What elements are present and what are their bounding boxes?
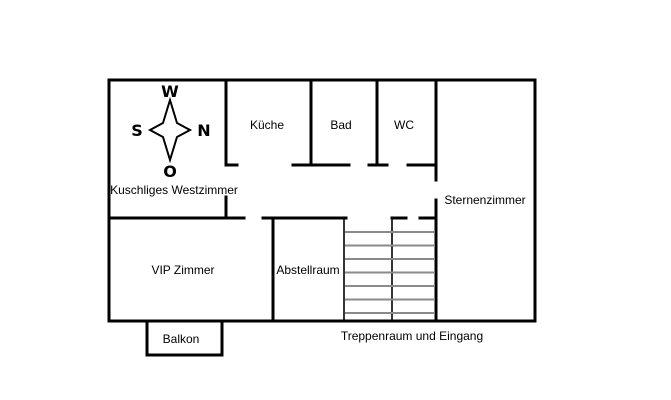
staircase — [343, 218, 435, 321]
compass-star-icon — [147, 96, 193, 164]
room-label-westzimmer: Kuschliges Westzimmer — [110, 183, 238, 197]
room-label-kuche: Küche — [250, 118, 284, 132]
room-label-balkon: Balkon — [163, 332, 200, 346]
compass-south-label: S — [131, 121, 143, 140]
room-label-wc: WC — [394, 118, 414, 132]
outer-walls — [107, 78, 537, 323]
compass-north-label: N — [197, 121, 210, 140]
room-label-treppenraum: Treppenraum und Eingang — [341, 329, 483, 343]
stair-steps — [345, 231, 435, 314]
room-label-abstellraum: Abstellraum — [276, 263, 339, 277]
balcony-outline — [145, 319, 224, 357]
compass-west-label: W — [161, 82, 179, 101]
room-label-vip: VIP Zimmer — [151, 263, 214, 277]
interior-walls — [107, 78, 438, 323]
room-label-sternenzimmer: Sternenzimmer — [444, 193, 525, 207]
compass-east-label: O — [163, 162, 177, 181]
compass-rose: W S N O — [131, 82, 210, 181]
room-labels: Küche Bad WC Kuschliges Westzimmer Stern… — [110, 118, 526, 346]
room-label-bad: Bad — [330, 118, 351, 132]
